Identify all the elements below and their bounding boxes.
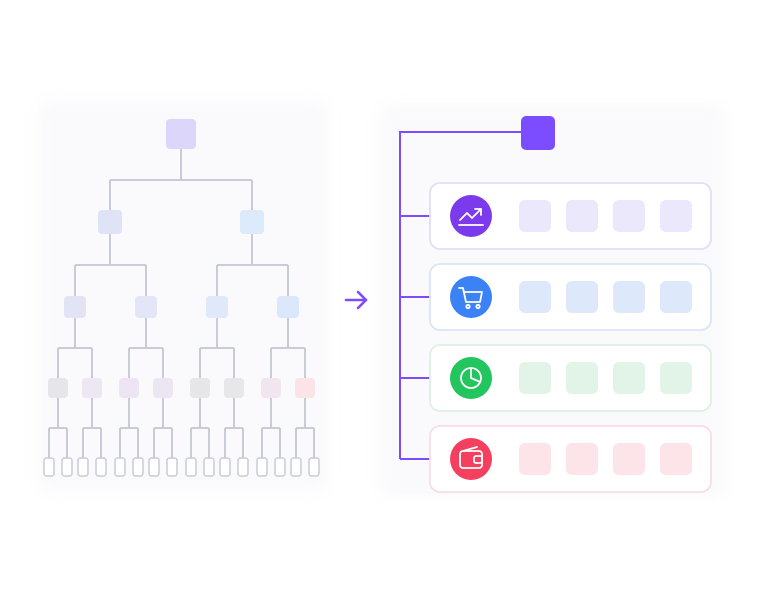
root-node bbox=[166, 119, 196, 149]
leaf-node bbox=[95, 457, 107, 477]
level-2-node bbox=[206, 296, 228, 318]
leaf-node bbox=[219, 457, 231, 477]
deep-hierarchy-tree bbox=[43, 119, 320, 477]
leaf-node bbox=[114, 457, 126, 477]
item-tile bbox=[519, 443, 551, 475]
shopping-cart-icon bbox=[450, 276, 492, 318]
item-tile bbox=[566, 443, 598, 475]
leaf-node bbox=[77, 457, 89, 477]
leaf-node bbox=[256, 457, 268, 477]
level-2-node bbox=[64, 296, 86, 318]
left-panel-background bbox=[38, 100, 328, 492]
group-row bbox=[400, 344, 712, 412]
level-3-node bbox=[82, 378, 102, 398]
leaf-node bbox=[274, 457, 286, 477]
level-1-node bbox=[98, 210, 122, 234]
root-node bbox=[521, 116, 555, 150]
level-3-node bbox=[190, 378, 210, 398]
item-tile bbox=[519, 281, 551, 313]
icon-badge bbox=[450, 438, 492, 480]
trend-arrow bbox=[474, 208, 482, 216]
cart-body bbox=[458, 287, 483, 303]
level-3-node bbox=[153, 378, 173, 398]
leaf-node bbox=[166, 457, 178, 477]
item-tile bbox=[660, 200, 692, 232]
level-3-node bbox=[48, 378, 68, 398]
wallet-clasp bbox=[473, 455, 483, 464]
item-tile bbox=[519, 200, 551, 232]
leaf-node bbox=[132, 457, 144, 477]
level-3-node bbox=[295, 378, 315, 398]
leaf-node bbox=[308, 457, 320, 477]
leaf-node bbox=[185, 457, 197, 477]
group-row bbox=[400, 263, 712, 331]
wallet-flap bbox=[462, 446, 478, 452]
item-tile bbox=[613, 443, 645, 475]
arrow-right-icon bbox=[344, 290, 368, 310]
leaf-node bbox=[237, 457, 249, 477]
pie-chart-icon bbox=[450, 357, 492, 399]
group-row bbox=[400, 425, 712, 493]
item-tile bbox=[613, 362, 645, 394]
item-tile bbox=[613, 281, 645, 313]
spine-connector bbox=[399, 131, 521, 459]
leaf-node bbox=[203, 457, 215, 477]
cart-wheel bbox=[475, 303, 481, 310]
level-3-node bbox=[119, 378, 139, 398]
group-row bbox=[400, 182, 712, 250]
leaf-node bbox=[148, 457, 160, 477]
item-tile bbox=[660, 362, 692, 394]
item-tile bbox=[566, 281, 598, 313]
level-3-node bbox=[261, 378, 281, 398]
flat-grouped-structure bbox=[399, 116, 712, 493]
item-tile bbox=[613, 200, 645, 232]
level-3-node bbox=[224, 378, 244, 398]
leaf-node bbox=[290, 457, 302, 477]
leaf-node bbox=[61, 457, 73, 477]
trend-line bbox=[459, 208, 482, 221]
leaf-node bbox=[43, 457, 55, 477]
level-1-node bbox=[240, 210, 264, 234]
wallet-icon bbox=[450, 438, 492, 480]
pie-slices bbox=[470, 367, 481, 383]
item-tile bbox=[519, 362, 551, 394]
icon-badge bbox=[450, 276, 492, 318]
trending-up-icon bbox=[450, 195, 492, 237]
arrow-head bbox=[356, 290, 368, 310]
item-tile bbox=[660, 281, 692, 313]
item-tile bbox=[660, 443, 692, 475]
item-tile bbox=[566, 200, 598, 232]
level-2-node bbox=[277, 296, 299, 318]
cart-wheel bbox=[465, 303, 471, 310]
item-tile bbox=[566, 362, 598, 394]
level-2-node bbox=[135, 296, 157, 318]
